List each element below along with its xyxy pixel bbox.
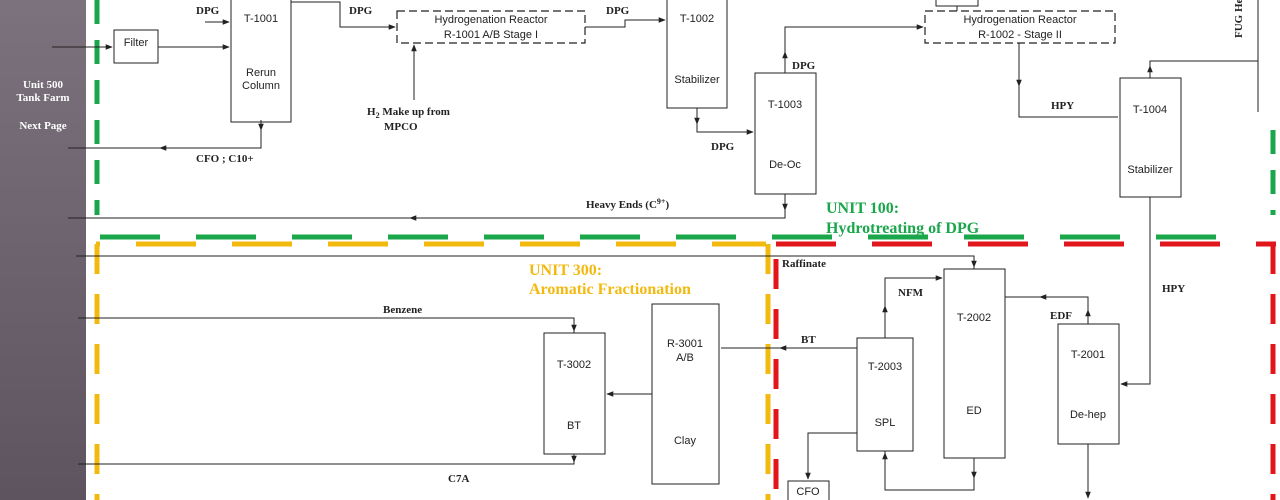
r-3001-name: Clay — [674, 435, 697, 447]
r-1002-line1: Hydrogenation Reactor — [963, 14, 1076, 26]
t-2003-box — [856, 337, 914, 452]
edf-stream — [1005, 296, 1089, 324]
sidebar-unit-label-line2: Tank Farm — [16, 92, 69, 104]
r-1002-hydrogenation-reactor: Hydrogenation Reactor R-1002 - Stage II — [924, 0, 1116, 44]
t-2002-name: ED — [966, 405, 981, 417]
sidebar-background — [0, 0, 86, 500]
t-1003-de-oc: T-1003 De-Oc — [754, 72, 817, 195]
t-1004-tag: T-1004 — [1133, 104, 1167, 116]
t-1001-tag: T-1001 — [244, 13, 278, 25]
label-h2-makeup: H2 Make up from — [367, 106, 450, 120]
t-2003-tag: T-2003 — [868, 361, 902, 373]
unit-300-title-line1: UNIT 300: — [529, 262, 602, 279]
t-1003-box — [754, 72, 817, 195]
raffinate-stream — [76, 255, 975, 269]
label-c7a: C7A — [448, 473, 469, 485]
filter-box — [113, 29, 159, 64]
unit-100-boundary — [94, 0, 1276, 240]
flow-lines — [52, 0, 1259, 499]
hpy-stream-down — [1120, 197, 1151, 387]
label-dpg-4: DPG — [792, 60, 816, 72]
t-1002-bottoms-stream — [696, 108, 754, 135]
t-3002-tag: T-3002 — [557, 359, 591, 371]
t-1004-stabilizer: T-1004 Stabilizer — [1119, 77, 1182, 198]
t-1002-stabilizer: T-1002 Stabilizer — [666, 0, 728, 109]
t-2001-tag: T-2001 — [1071, 349, 1105, 361]
sidebar-panel: Unit 500 Tank Farm Next Page — [0, 0, 86, 500]
label-dpg-1: DPG — [196, 5, 220, 17]
unit-100-title-line2: Hydrotreating of DPG — [826, 220, 980, 237]
t-2002-box — [943, 268, 1006, 459]
r-1002-box — [924, 10, 1116, 44]
t-3002-bt-column: T-3002 BT — [543, 332, 606, 455]
t-1001-overhead-stream — [291, 1, 396, 30]
t-1002-name: Stabilizer — [674, 74, 720, 86]
label-nfm: NFM — [898, 287, 924, 299]
label-raffinate: Raffinate — [782, 258, 826, 270]
label-mpco: MPCO — [384, 121, 418, 133]
unit-200-boundary — [773, 241, 1276, 500]
sidebar-next-page-link[interactable]: Next Page — [19, 120, 66, 132]
r-1001-hydrogenation-reactor: Hydrogenation Reactor R-1001 A/B Stage I — [396, 10, 586, 44]
r-3001-tag-line2: A/B — [676, 352, 694, 364]
t-1003-tag: T-1003 — [768, 99, 802, 111]
t-2002-ed: T-2002 ED — [943, 268, 1006, 459]
t-2001-box — [1057, 323, 1120, 445]
cfo-box — [787, 480, 830, 500]
spl-to-cfo-stream — [805, 432, 857, 480]
t-1004-name: Stabilizer — [1127, 164, 1173, 176]
t-2002-tag: T-2002 — [957, 312, 991, 324]
t-1003-name: De-Oc — [769, 159, 801, 171]
r-3001-box — [651, 303, 720, 485]
t-1002-box — [666, 0, 728, 109]
r-1001-line2: R-1001 A/B Stage I — [444, 29, 538, 41]
label-dpg-2: DPG — [349, 5, 373, 17]
t-1001-box — [230, 0, 292, 123]
r-1001-outlet-stream — [585, 17, 666, 28]
c7a-stream — [78, 454, 575, 465]
label-fug: FUG He — [1233, 0, 1245, 38]
r-1002-top-box — [935, 0, 979, 7]
r-1001-line1: Hydrogenation Reactor — [434, 14, 547, 26]
label-benzene: Benzene — [383, 304, 422, 316]
label-heavy-ends: Heavy Ends (C9+) — [586, 197, 669, 211]
stream-labels: DPG DPG DPG DPG DPG H2 Make up from MPCO… — [196, 0, 1245, 485]
t-2001-name: De-hep — [1070, 409, 1106, 421]
t-2003-spl: T-2003 SPL — [856, 337, 914, 452]
label-cfo-c10: CFO ; C10+ — [196, 153, 254, 165]
r-3001-clay-treater: R-3001 A/B Clay — [651, 303, 720, 485]
filter: Filter — [113, 29, 159, 64]
t-1001-name-line1: Rerun — [246, 67, 276, 79]
cfo-label: CFO — [796, 486, 820, 498]
label-edf: EDF — [1050, 310, 1072, 322]
label-hpy-1: HPY — [1051, 100, 1074, 112]
t-1004-overhead-stream — [1149, 60, 1258, 78]
benzene-stream — [78, 317, 575, 333]
label-dpg-3: DPG — [606, 5, 630, 17]
r-1001-box — [396, 10, 586, 44]
r-1002-line2: R-1002 - Stage II — [978, 29, 1062, 41]
t-3002-box — [543, 332, 606, 455]
t-1004-box — [1119, 77, 1182, 198]
unit-300-title-line2: Aromatic Fractionation — [529, 281, 691, 298]
label-dpg-5: DPG — [711, 141, 735, 153]
t-1002-tag: T-1002 — [680, 13, 714, 25]
t-2001-de-hep: T-2001 De-hep — [1057, 323, 1120, 445]
unit-300-boundary — [94, 241, 771, 500]
label-hpy-2: HPY — [1162, 283, 1185, 295]
filter-label: Filter — [124, 37, 149, 49]
t-1001-name-line2: Column — [242, 80, 280, 92]
t-1001-rerun-column: T-1001 Rerun Column — [230, 0, 292, 123]
unit-100-title-line1: UNIT 100: — [826, 200, 899, 217]
t-3002-name: BT — [567, 420, 581, 432]
label-bt: BT — [801, 334, 816, 346]
cfo-drum: CFO — [787, 480, 830, 500]
t-2003-name: SPL — [875, 417, 896, 429]
r-3001-tag-line1: R-3001 — [667, 338, 703, 350]
heavy-ends-stream — [68, 194, 786, 219]
sidebar-unit-label-line1: Unit 500 — [23, 79, 64, 91]
